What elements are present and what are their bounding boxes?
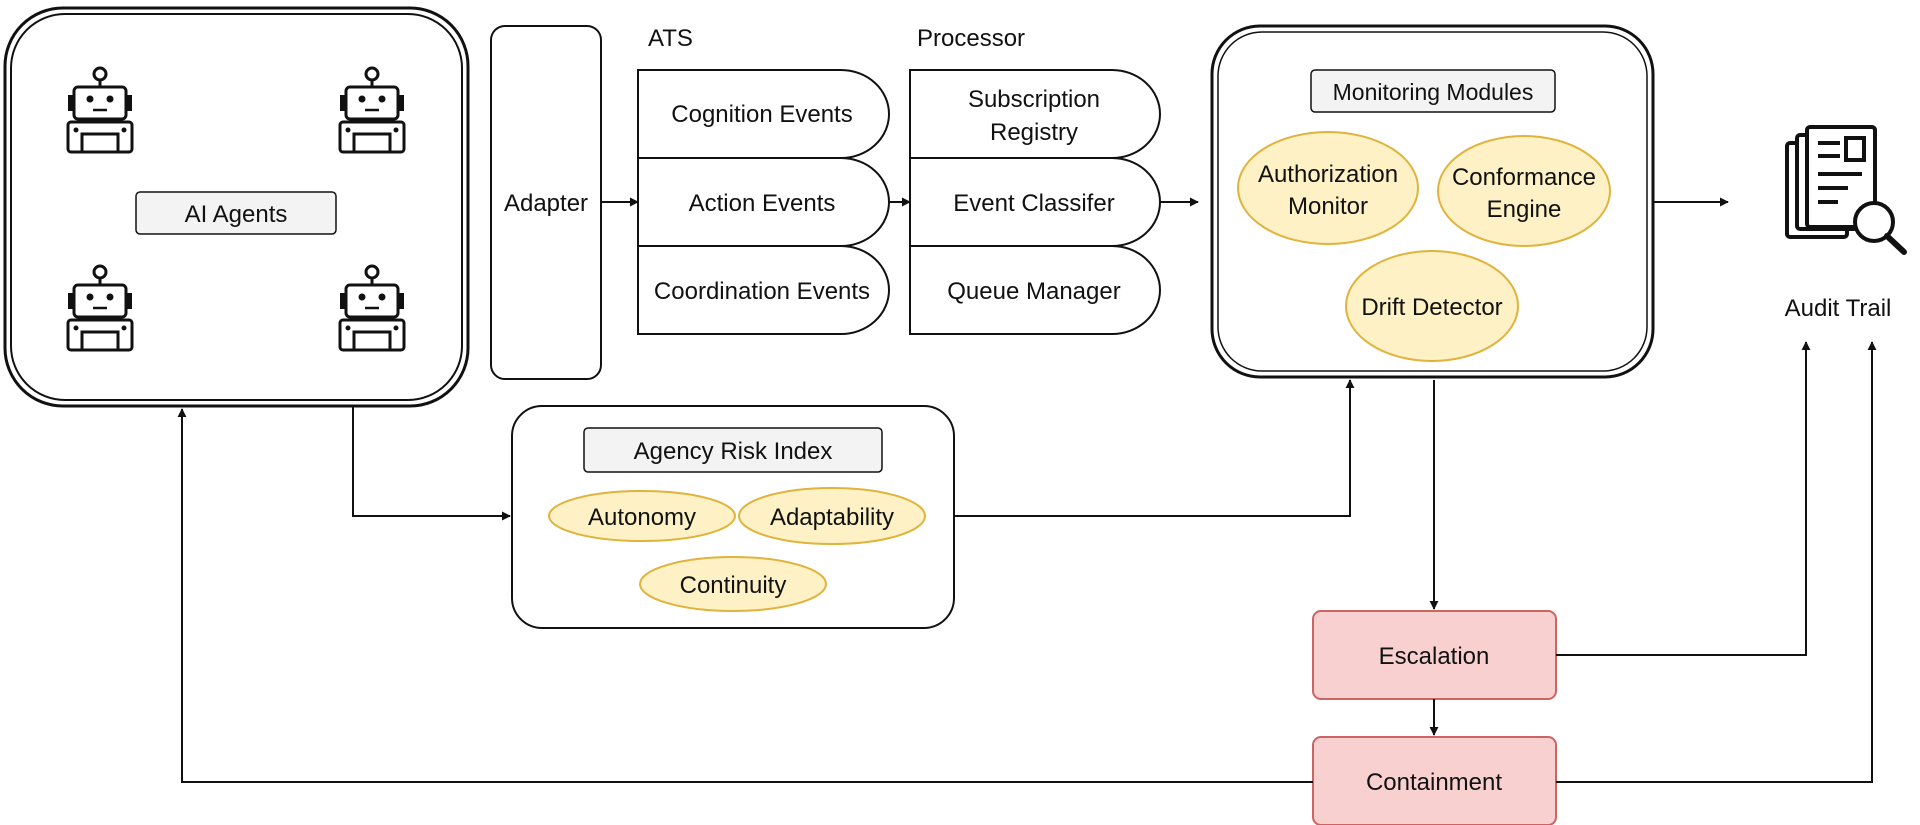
agency-risk-index-group: Agency Risk Index Autonomy Adaptability …: [511, 405, 955, 629]
ats-event: Cognition Events: [671, 101, 852, 128]
containment-box: Containment: [1312, 736, 1557, 825]
containment-label: Containment: [1366, 769, 1502, 796]
ats-title: ATS: [648, 25, 693, 52]
monitoring-title: Monitoring Modules: [1333, 79, 1534, 105]
robot-icon: [66, 264, 134, 352]
module-label: Monitor: [1288, 193, 1368, 220]
robot-icon: [338, 66, 406, 154]
ats-event: Action Events: [689, 190, 836, 217]
arrow-containment-to-audit: [1556, 341, 1877, 783]
ats-event: Coordination Events: [654, 278, 870, 305]
connectors: [177, 197, 1877, 783]
risk-dimension: Continuity: [680, 572, 787, 599]
processor-item: Queue Manager: [947, 278, 1120, 305]
processor-title: Processor: [917, 25, 1025, 52]
processor-item: Subscription: [968, 86, 1100, 113]
risk-dimension: Adaptability: [770, 504, 894, 531]
document-search-icon: [1785, 125, 1907, 255]
arrow-agents-to-risk-index: [352, 406, 511, 521]
module-label: Conformance: [1452, 164, 1596, 191]
audit-trail-group: Audit Trail: [1785, 125, 1907, 322]
arrow-risk-index-to-monitoring: [954, 379, 1355, 517]
monitoring-modules-group: Monitoring Modules Authorization Monitor…: [1210, 24, 1655, 379]
risk-dimension: Autonomy: [588, 504, 696, 531]
module-label: Drift Detector: [1361, 294, 1502, 321]
module-label: Authorization: [1258, 161, 1398, 188]
ats-group: ATS Cognition Events Action Events Coord…: [637, 25, 890, 335]
robot-icon: [66, 66, 134, 154]
ai-agents-group: AI Agents: [3, 6, 470, 408]
processor-item: Event Classifer: [953, 190, 1114, 217]
adapter-label: Adapter: [504, 190, 588, 217]
escalation-box: Escalation: [1312, 610, 1557, 700]
arrow-containment-to-agents: [177, 408, 1313, 783]
ai-agents-label: AI Agents: [185, 201, 288, 228]
audit-trail-label: Audit Trail: [1785, 295, 1892, 322]
processor-item: Registry: [990, 119, 1078, 146]
robot-icon: [338, 264, 406, 352]
risk-index-title: Agency Risk Index: [634, 438, 833, 465]
module-label: Engine: [1487, 196, 1562, 223]
arrow-escalation-to-audit: [1556, 341, 1811, 656]
adapter-block: Adapter: [490, 25, 602, 380]
escalation-label: Escalation: [1379, 643, 1490, 670]
processor-group: Processor Subscription Registry Event Cl…: [909, 25, 1161, 335]
